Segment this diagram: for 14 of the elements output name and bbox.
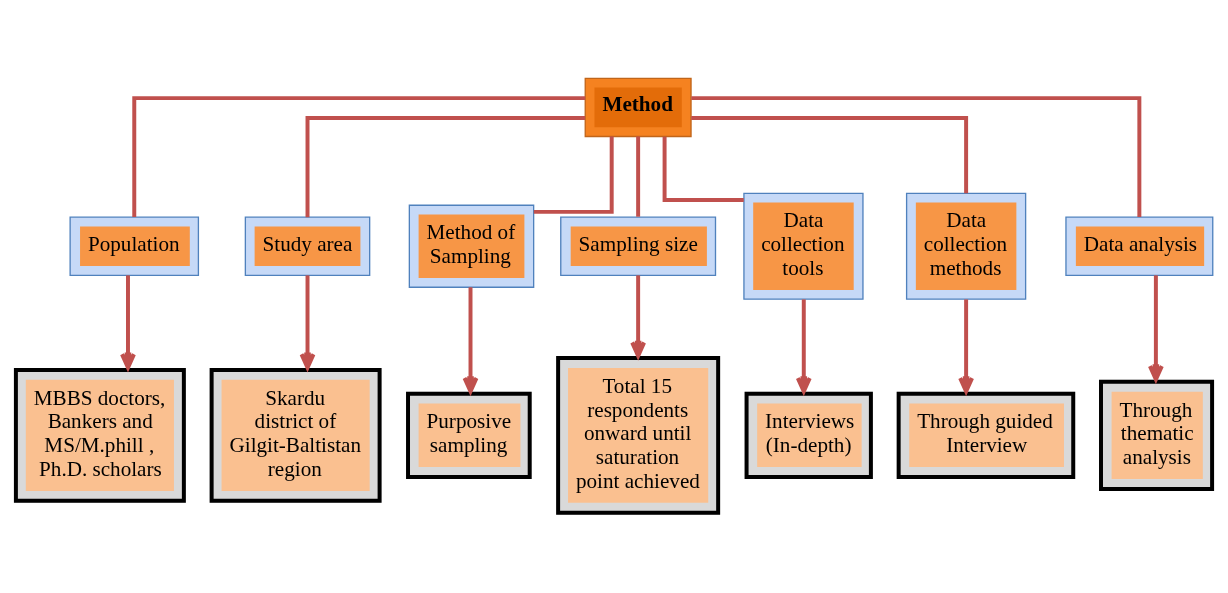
arrow xyxy=(795,299,812,394)
arrow xyxy=(630,275,647,358)
arrow xyxy=(299,275,316,370)
arrow xyxy=(462,287,479,394)
connector xyxy=(691,115,969,194)
connector xyxy=(533,136,614,214)
connector xyxy=(636,136,641,217)
arrow xyxy=(120,275,136,370)
connector xyxy=(662,136,744,202)
connector xyxy=(691,96,1142,217)
arrow xyxy=(958,299,975,394)
arrow xyxy=(1147,275,1164,382)
connector xyxy=(132,96,586,217)
connector xyxy=(305,115,585,218)
